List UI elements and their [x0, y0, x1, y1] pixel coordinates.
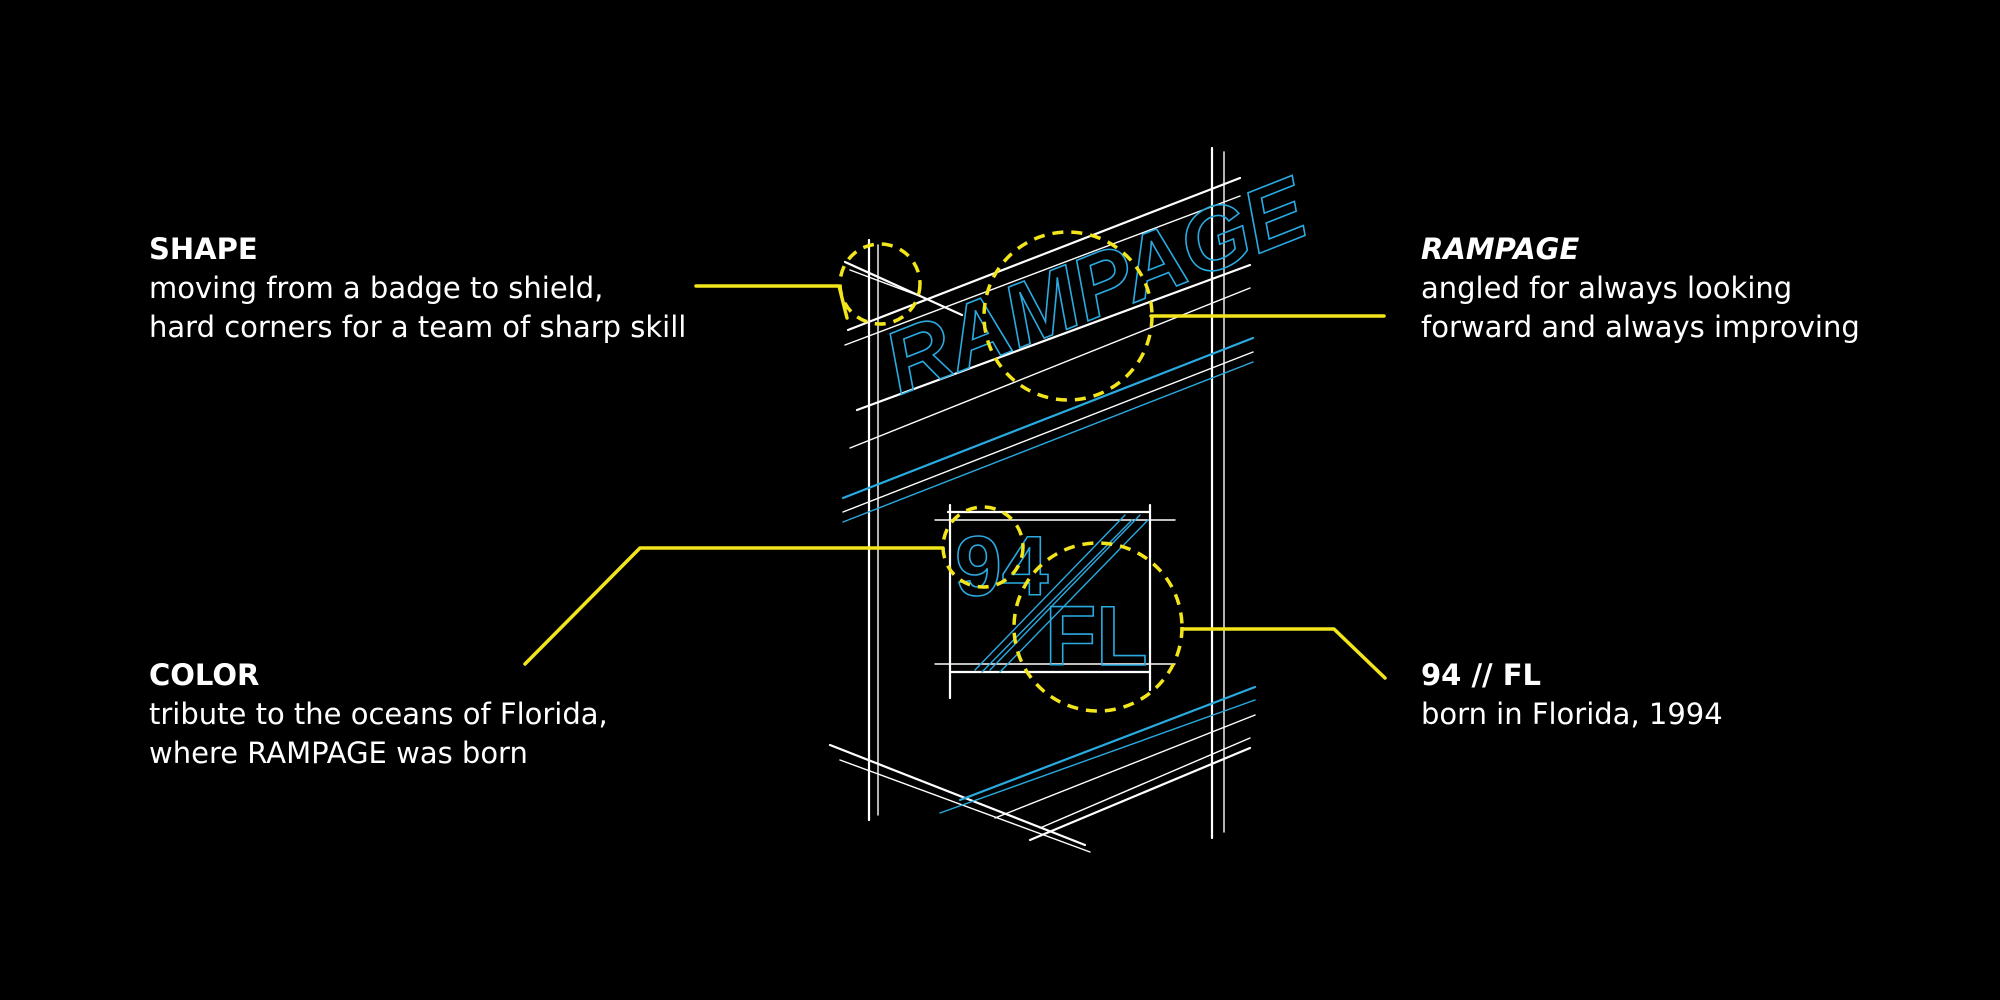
- upper-blue-stripe-inner: [842, 361, 1254, 523]
- fl94-annotation: 94 // FL born in Florida, 1994: [1421, 656, 1723, 734]
- shield-bottom-left-edge: [828, 743, 1087, 847]
- lower-blue-stripe-inner: [939, 699, 1256, 814]
- color-annotation: COLOR tribute to the oceans of Florida, …: [149, 656, 608, 773]
- shape-line-1: moving from a badge to shield,: [149, 271, 604, 305]
- shield-bottom-right-edge: [1028, 746, 1252, 842]
- letters-fl: FL: [1045, 589, 1148, 683]
- center-box: [934, 503, 1176, 700]
- upper-blue-stripe: [841, 336, 1255, 500]
- number-94: 94: [955, 519, 1049, 613]
- shape-callout-circle: [838, 242, 922, 326]
- color-callout-circle: [941, 505, 1025, 589]
- fl94-callout-circle: [1012, 541, 1184, 713]
- slash-line-2: [989, 514, 1141, 671]
- rampage-line-2: forward and always improving: [1421, 310, 1860, 344]
- shield-bottom-left-edge-inner: [839, 759, 1091, 853]
- color-title: COLOR: [149, 658, 260, 692]
- lower-blue-stripe: [958, 685, 1257, 802]
- fl94-line-1: born in Florida, 1994: [1421, 697, 1723, 731]
- shield-bottom-right-edge-inner: [1039, 737, 1251, 829]
- slash-line-1: [974, 514, 1126, 671]
- shape-leader-line: [694, 284, 849, 320]
- shield-outline: [828, 146, 1252, 853]
- fl94-leader-line: [1180, 627, 1387, 680]
- shield-top-edge-inner: [844, 195, 1241, 346]
- fl94-title: 94 // FL: [1421, 658, 1542, 692]
- rampage-annotation: RAMPAGE angled for always looking forwar…: [1421, 230, 1860, 347]
- shape-title: SHAPE: [149, 232, 258, 266]
- ocean-stripes: [841, 336, 1257, 819]
- banner-bottom-edge: [855, 263, 1252, 412]
- shape-annotation: SHAPE moving from a badge to shield, har…: [149, 230, 686, 347]
- color-line-1: tribute to the oceans of Florida,: [149, 697, 608, 731]
- rampage-title: RAMPAGE: [1421, 232, 1580, 266]
- shape-line-2: hard corners for a team of sharp skill: [149, 310, 687, 344]
- rampage-wordmark: RAMPAGE: [871, 157, 1322, 412]
- shield-top-left-corner-inner: [849, 269, 931, 301]
- rampage-line-1: angled for always looking: [1421, 271, 1793, 305]
- slash-line-4: [981, 519, 1133, 673]
- upper-white-stripe: [842, 351, 1254, 513]
- color-leader-line: [523, 546, 945, 666]
- lower-white-stripe: [994, 714, 1256, 819]
- color-line-2: where RAMPAGE was born: [149, 736, 528, 770]
- shield-top-left-corner: [843, 260, 964, 317]
